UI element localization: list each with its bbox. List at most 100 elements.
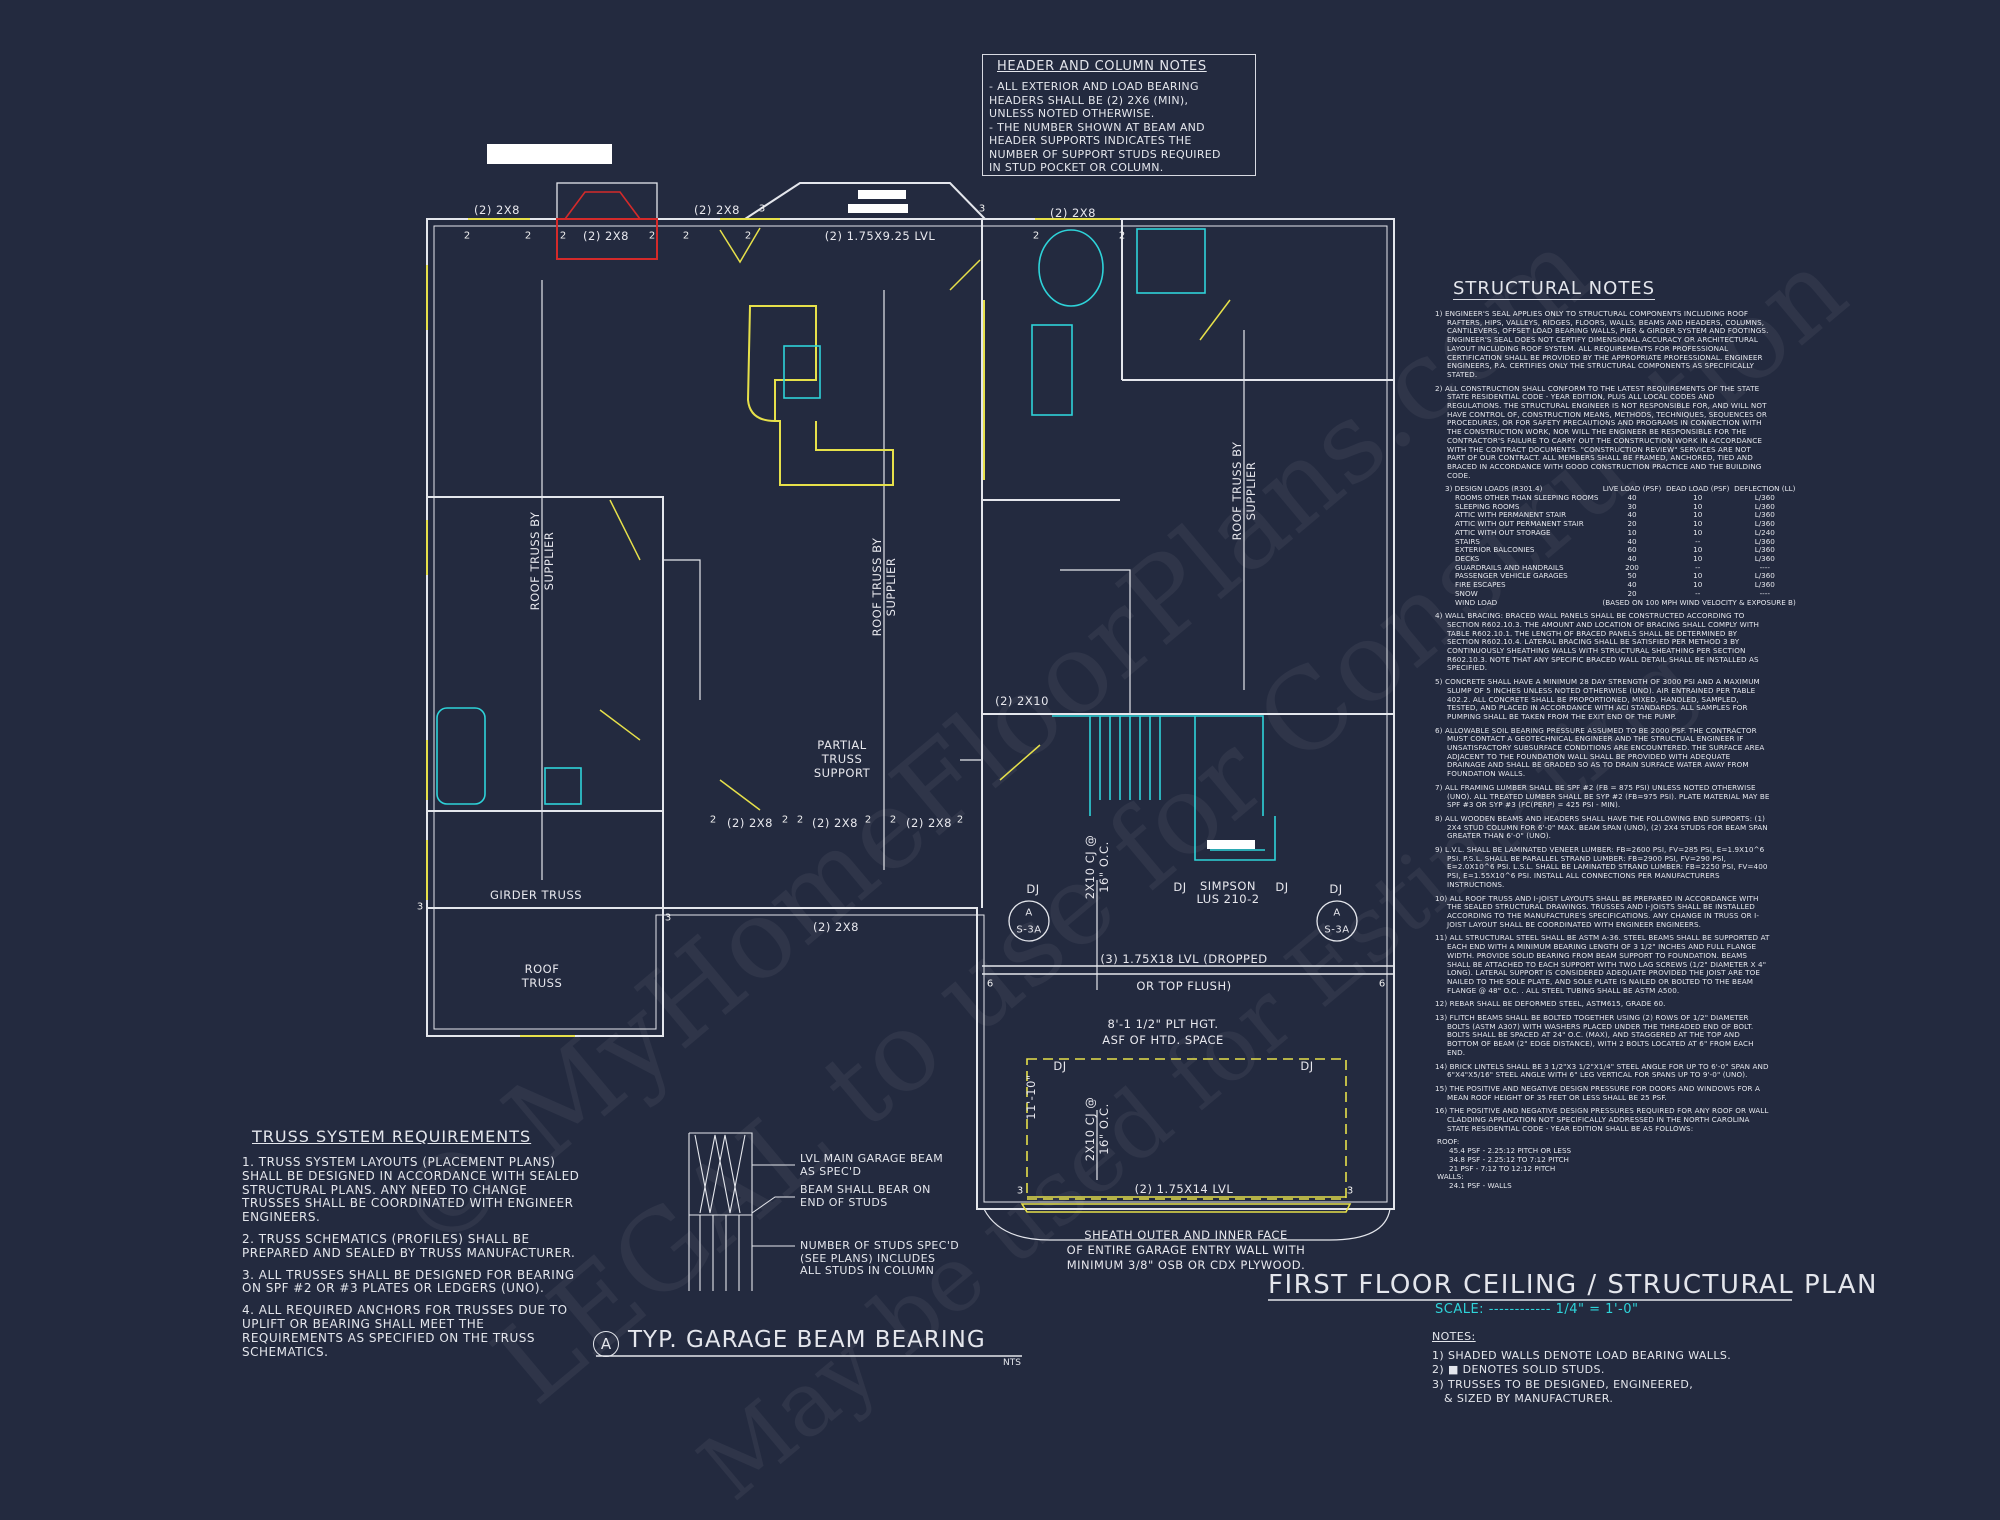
plate-height-label: 8'-1 1/2" PLT HGT. — [1107, 1017, 1219, 1031]
stud-count: 2 — [744, 230, 752, 242]
design-loads-cell: SNOW — [1455, 588, 1478, 598]
structural-note: 5) CONCRETE SHALL HAVE A MINIMUM 28 DAY … — [1435, 677, 1760, 721]
design-loads-column: LIVE LOAD (PSF) — [1602, 484, 1662, 494]
load-bearing-wall — [426, 218, 1120, 1037]
stud-count: 2 — [682, 230, 690, 242]
design-loads-cell: FIRE ESCAPES — [1455, 580, 1506, 590]
stud-count: 2 — [864, 814, 872, 826]
design-pressure: 24.1 PSF - WALLS — [1449, 1180, 1512, 1190]
truss-requirement: 2. TRUSS SCHEMATICS (PROFILES) SHALL BE … — [242, 1231, 576, 1260]
girder-truss-label: GIRDER TRUSS — [489, 888, 583, 902]
design-loads-column: DEAD LOAD (PSF) — [1665, 484, 1730, 494]
design-loads-cell: DECKS — [1455, 553, 1480, 563]
design-loads-cell: ---- — [1759, 562, 1770, 572]
door-swing — [599, 227, 1231, 811]
stairs — [1052, 715, 1276, 861]
stud-count: 2 — [463, 230, 471, 242]
design-loads-cell: L/360 — [1754, 493, 1775, 503]
structural-note: 10) ALL ROOF TRUSS AND I-JOIST LAYOUTS S… — [1435, 893, 1760, 929]
design-loads-table: 3) DESIGN LOADS (R301.4)LIVE LOAD (PSF)D… — [1445, 485, 1800, 607]
blanked-tag — [487, 144, 612, 164]
garage-door-header — [1026, 1058, 1347, 1200]
dj-label: DJ — [1300, 1059, 1314, 1073]
design-loads-cell: 40 — [1627, 510, 1637, 520]
fireplace-outline — [556, 218, 658, 260]
header-note-line: UNLESS NOTED OTHERWISE. — [989, 107, 1155, 120]
sheet-title: FIRST FLOOR CEILING / STRUCTURAL PLAN — [1268, 1270, 1878, 1300]
design-pressure: 21 PSF - 7:12 TO 12:12 PITCH — [1449, 1163, 1556, 1173]
master-tub — [1038, 229, 1104, 307]
design-loads-cell: 40 — [1627, 493, 1637, 503]
header-label: (2) 2X8 — [583, 229, 629, 243]
design-pressure: 34.8 PSF - 2.25:12 TO 7:12 PITCH — [1449, 1154, 1569, 1164]
stud-count: 3 — [978, 203, 986, 215]
structural-note: 13) FLITCH BEAMS SHALL BE BOLTED TOGETHE… — [1435, 1013, 1754, 1057]
section-ref-sheet: S-3A — [1324, 924, 1350, 936]
garage-beam — [982, 965, 1394, 975]
truss-label: ROOF TRUSS BY SUPPLIER — [870, 537, 898, 637]
design-loads-cell: 10 — [1693, 571, 1703, 581]
structural-note: 15) THE POSITIVE AND NEGATIVE DESIGN PRE… — [1435, 1083, 1760, 1102]
design-loads-heading: 3) DESIGN LOADS (R301.4) — [1445, 484, 1543, 494]
truss-requirements-title: TRUSS SYSTEM REQUIREMENTS — [252, 1127, 532, 1146]
structural-note: 6) ALLOWABLE SOIL BEARING PRESSURE ASSUM… — [1435, 725, 1765, 779]
fireplace-hearth — [564, 191, 641, 220]
dimension-label: 11'-10" — [1024, 1074, 1038, 1120]
design-loads-cell: 30 — [1627, 501, 1637, 511]
blanked-tag — [848, 204, 908, 213]
dj-label: DJ — [1053, 1059, 1067, 1073]
beam-label: (3) 1.75x18 LVL (DROPPED — [1100, 952, 1268, 966]
beam-label: (2) 1.75x9.25 LVL — [824, 229, 936, 243]
partial-truss-label: PARTIAL TRUSS SUPPORT — [813, 738, 871, 780]
design-loads-cell: 10 — [1693, 493, 1703, 503]
header-note-line: NUMBER OF SUPPORT STUDS REQUIRED — [989, 147, 1221, 161]
roof-truss-label: ROOF TRUSS — [521, 962, 563, 990]
section-circle — [1316, 900, 1358, 942]
design-loads-cell: L/360 — [1754, 545, 1775, 555]
ceiling-joist-label: 2x10 CJ @ 16" O.C. — [1083, 1096, 1111, 1162]
detail-callout: NUMBER OF STUDS SPEC'D (SEE PLANS) INCLU… — [800, 1239, 960, 1277]
truss-label: ROOF TRUSS BY SUPPLIER — [528, 511, 556, 611]
section-ref-sheet: S-3A — [1016, 924, 1042, 936]
beam-label: OR TOP FLUSH) — [1136, 979, 1232, 993]
truss-arrow — [541, 280, 1245, 1180]
stud-count: 3 — [1346, 1185, 1354, 1197]
header-notes-title: HEADER AND COLUMN NOTES — [997, 59, 1207, 74]
stud-count: 6 — [986, 978, 994, 990]
design-loads-cell: GUARDRAILS AND HANDRAILS — [1455, 562, 1564, 572]
structural-note: 16) THE POSITIVE AND NEGATIVE DESIGN PRE… — [1435, 1106, 1769, 1133]
design-loads-cell: L/360 — [1754, 519, 1775, 529]
stud-count: 2 — [709, 814, 717, 826]
sheathing-note: SHEATH OUTER AND INNER FACE — [1084, 1228, 1288, 1242]
notes-heading: NOTES: — [1432, 1330, 1476, 1343]
master-vanity — [1031, 324, 1073, 416]
design-loads-cell: 10 — [1693, 580, 1703, 590]
dj-label: DJ — [1026, 882, 1040, 896]
design-loads-cell: 10 — [1693, 553, 1703, 563]
design-loads-cell: L/240 — [1754, 527, 1775, 537]
header-label: (2) 2X8 — [474, 203, 520, 217]
header-column-notes: HEADER AND COLUMN NOTES - ALL EXTERIOR A… — [982, 54, 1256, 176]
header-note-line: HEADERS SHALL BE (2) 2x6 (MIN), — [989, 93, 1189, 107]
detail-callout: LVL MAIN GARAGE BEAM AS SPEC'D — [800, 1152, 944, 1178]
design-loads-cell: -- — [1695, 536, 1701, 546]
garage-door — [1020, 1196, 1352, 1213]
kitchen-sink — [783, 345, 821, 399]
header-label: (2) 2X8 — [1050, 206, 1096, 220]
sheathing-note: OF ENTIRE GARAGE ENTRY WALL WITH — [1066, 1243, 1306, 1257]
stud-count: 3 — [1016, 1185, 1024, 1197]
design-loads-cell: ---- — [1759, 588, 1770, 598]
dj-label: DJ — [1275, 880, 1289, 894]
stud-count: 2 — [956, 814, 964, 826]
design-loads-cell: -- — [1695, 588, 1701, 598]
stud-count: 2 — [559, 230, 567, 242]
design-loads-cell: 10 — [1693, 527, 1703, 537]
ceiling-joist-label: 2x10 CJ @ 16" O.C. — [1083, 834, 1111, 900]
